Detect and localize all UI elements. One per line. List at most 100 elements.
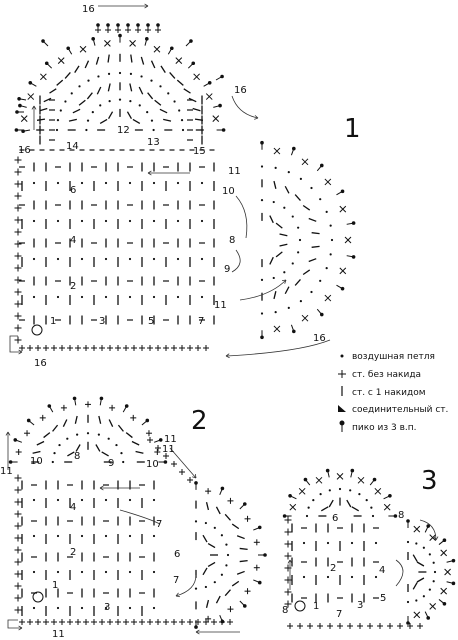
single-crochet-mark xyxy=(40,73,47,81)
single-crochet-mark xyxy=(383,503,391,511)
chain-stitch-mark xyxy=(56,219,60,223)
start-ring-mark xyxy=(32,591,44,603)
chain-stitch-mark xyxy=(371,514,375,518)
single-crochet-mark xyxy=(83,619,89,625)
single-crochet-mark xyxy=(91,345,97,351)
chain-stitch-mark xyxy=(56,257,60,261)
picot-mark xyxy=(292,329,296,334)
chain-stitch-mark xyxy=(225,543,228,546)
chain-stitch-mark xyxy=(159,85,162,88)
single-crochet-mark xyxy=(440,587,448,595)
double-crochet-mark xyxy=(279,243,288,247)
picot-mark xyxy=(191,61,196,66)
row-label-6: 6 xyxy=(332,513,338,524)
chain-stitch-mark xyxy=(152,534,156,538)
chain-stitch-mark xyxy=(415,542,418,545)
arrow-head xyxy=(175,592,181,598)
picot-mark xyxy=(221,128,226,132)
single-crochet-mark xyxy=(14,180,22,188)
direction-arrow xyxy=(9,335,22,353)
row-label-11: 11 xyxy=(162,444,175,455)
chain-stitch-mark xyxy=(87,79,90,82)
single-crochet-mark xyxy=(179,619,185,625)
single-crochet-mark xyxy=(324,294,332,302)
chain-stitch-mark xyxy=(86,432,90,435)
double-crochet-mark xyxy=(67,451,75,457)
chain-stitch-mark xyxy=(299,300,302,303)
single-crochet-mark xyxy=(227,497,234,504)
single-crochet-mark xyxy=(327,623,333,629)
single-crochet-mark xyxy=(336,473,344,480)
single-crochet-mark xyxy=(104,39,111,47)
chain-stitch-mark xyxy=(370,506,373,509)
single-crochet-mark xyxy=(14,264,22,272)
double-crochet-mark xyxy=(49,88,57,94)
picot-mark xyxy=(189,39,193,43)
single-crochet-mark xyxy=(284,540,292,548)
row-label-1: 1 xyxy=(313,601,319,612)
picot-mark xyxy=(91,37,95,41)
double-crochet-mark xyxy=(107,54,110,63)
single-crochet-mark xyxy=(115,619,121,625)
single-crochet-mark xyxy=(287,623,293,629)
single-crochet-mark xyxy=(357,476,365,484)
double-crochet-mark xyxy=(101,451,109,457)
chain-stitch-mark xyxy=(260,199,264,202)
diagram-1-title: 1 xyxy=(344,114,361,144)
chain-stitch-mark xyxy=(406,600,410,604)
chain-stitch-mark xyxy=(287,306,290,310)
single-crochet-mark xyxy=(27,619,33,625)
picot-mark xyxy=(340,286,345,291)
chain-stitch-mark xyxy=(32,257,36,261)
picot-mark xyxy=(17,96,21,101)
double-crochet-mark xyxy=(138,86,144,95)
single-crochet-mark xyxy=(19,345,25,351)
chain-stitch-mark xyxy=(338,487,342,491)
double-crochet-mark xyxy=(351,506,360,512)
single-crochet-mark xyxy=(85,401,91,408)
single-crochet-mark xyxy=(339,205,347,213)
single-crochet-mark xyxy=(35,345,41,351)
single-crochet-mark xyxy=(284,576,292,584)
chain-stitch-mark xyxy=(152,570,156,574)
chain-stitch-mark xyxy=(299,177,302,180)
picot-mark xyxy=(156,23,160,27)
chain-stitch-mark xyxy=(32,181,36,185)
arrow-head xyxy=(192,473,197,479)
picot-mark xyxy=(220,619,225,624)
row-label-2: 2 xyxy=(330,563,336,574)
picot-mark xyxy=(288,493,292,498)
double-crochet-mark xyxy=(107,111,114,119)
double-crochet-mark xyxy=(231,580,240,587)
chain-stitch-mark xyxy=(56,570,60,574)
chain-stitch-mark xyxy=(167,92,170,95)
double-crochet-mark xyxy=(279,233,288,237)
chain-stitch-mark xyxy=(350,575,354,579)
double-crochet-mark xyxy=(126,111,133,119)
chain-stitch-mark xyxy=(78,85,81,88)
single-crochet-mark xyxy=(14,474,22,482)
single-crochet-mark xyxy=(413,525,421,533)
chain-stitch-mark xyxy=(194,520,198,523)
double-crochet-mark xyxy=(131,440,140,446)
double-crochet-mark xyxy=(239,547,248,551)
double-crochet-mark xyxy=(36,440,45,446)
single-crochet-mark xyxy=(99,345,105,351)
single-crochet-mark xyxy=(14,204,22,212)
single-crochet-mark xyxy=(15,448,22,455)
chain-stitch-mark xyxy=(99,104,102,107)
single-crochet-mark xyxy=(123,345,129,351)
picot-mark xyxy=(325,468,330,473)
chain-stitch-mark xyxy=(32,570,36,574)
double-crochet-mark xyxy=(412,582,418,590)
chain-stitch-mark xyxy=(32,534,36,538)
chain-stitch-mark xyxy=(55,128,59,132)
chain-stitch-mark xyxy=(152,181,156,185)
double-crochet-mark xyxy=(95,56,100,65)
single-crochet-mark xyxy=(171,345,177,351)
single-crochet-mark xyxy=(14,168,22,176)
double-crochet-mark xyxy=(273,291,277,300)
chain-stitch-mark xyxy=(129,72,133,75)
chain-stitch-mark xyxy=(213,581,216,584)
